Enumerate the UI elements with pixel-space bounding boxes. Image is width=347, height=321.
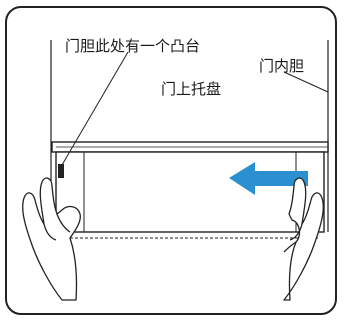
left-hand-icon — [22, 177, 81, 301]
liner-bump-marker — [58, 164, 64, 178]
right-hand-icon — [283, 177, 324, 301]
leader-line-bump — [61, 51, 129, 166]
left-arrow-icon — [229, 162, 308, 195]
label-liner-bump: 门胆此处有一个凸台 — [65, 37, 201, 55]
label-door-tray: 门上托盘 — [161, 80, 222, 98]
label-door-liner: 门内胆 — [259, 57, 305, 75]
leader-line-liner — [283, 71, 329, 93]
door-tray — [51, 141, 329, 239]
